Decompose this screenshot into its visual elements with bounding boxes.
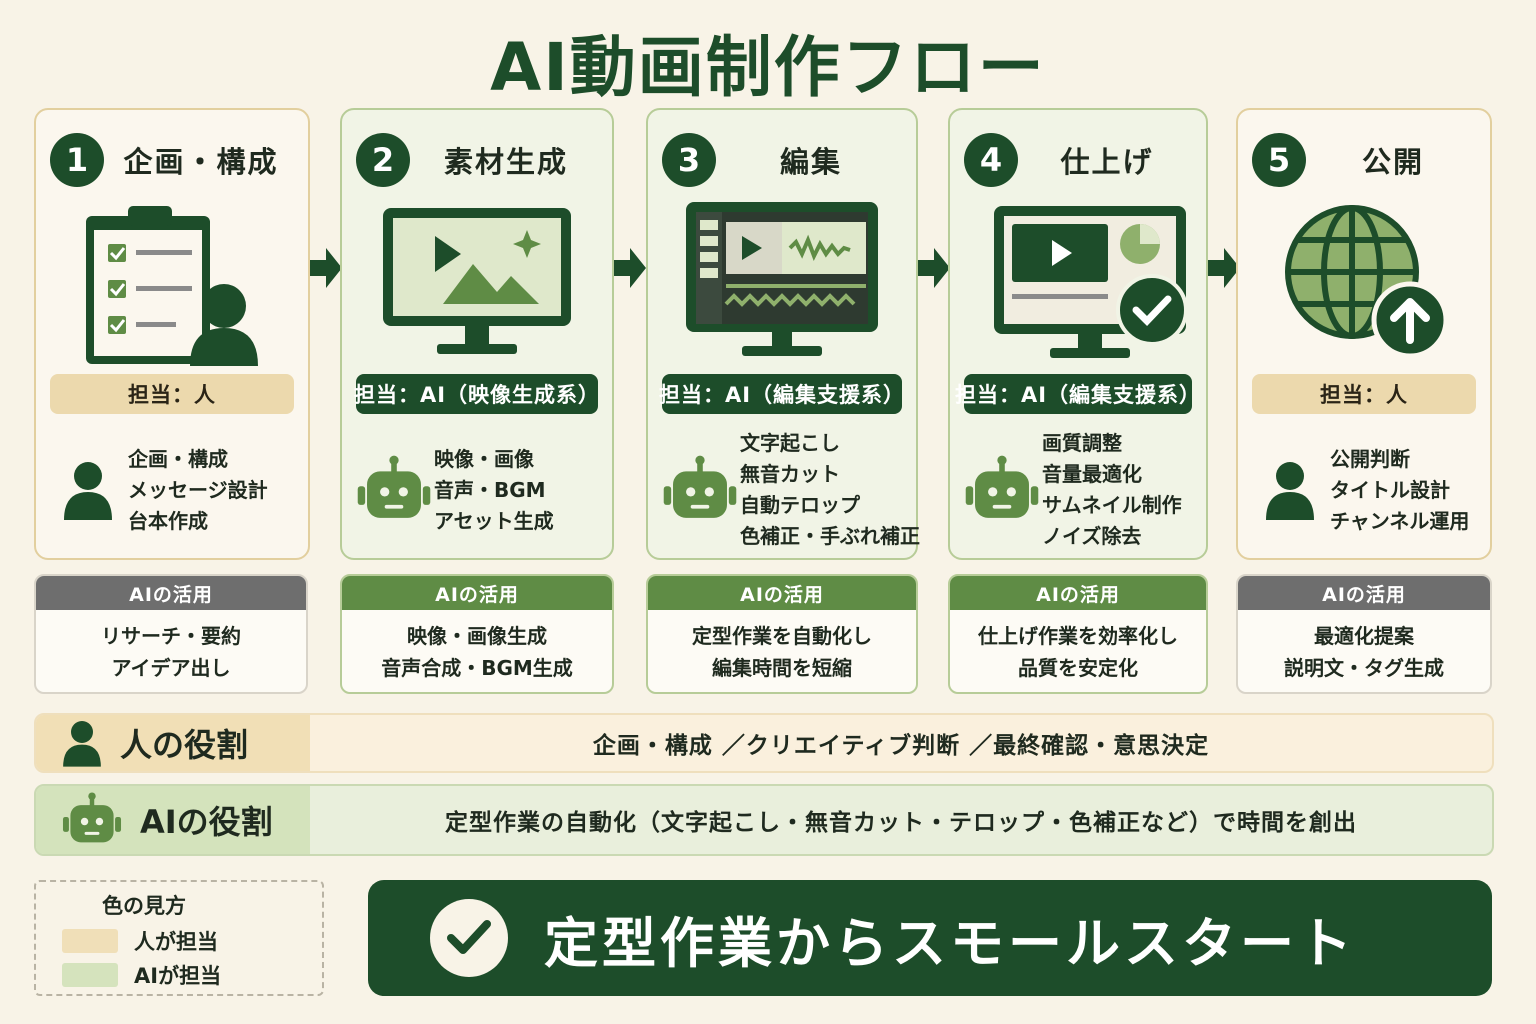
ai-use-header: AIの活用 (950, 576, 1206, 610)
task-item: 文字起こし (740, 431, 840, 455)
legend-swatch-ai (62, 963, 118, 987)
robot-icon (62, 792, 122, 843)
step-card-editing: 3 編集 担当：AI（編集支援系） (646, 108, 920, 560)
ai-use-box: AIの活用 映像・画像生成 音声合成・BGM生成 (340, 574, 614, 694)
step-title: 素材生成 (443, 145, 568, 179)
ai-use-line: 音声合成・BGM生成 (381, 656, 573, 680)
role-badge: 担当：AI（編集支援系） (955, 374, 1200, 414)
ai-use-line: 映像・画像生成 (407, 624, 547, 648)
task-item: ノイズ除去 (1042, 524, 1142, 548)
video-editor-icon (686, 202, 878, 356)
ai-use-line: リサーチ・要約 (101, 624, 241, 648)
step-title: 公開 (1361, 145, 1424, 179)
step-number: 2 (356, 133, 410, 187)
step-number: 5 (1252, 133, 1306, 187)
task-list: 企画・構成 メッセージ設計 台本作成 (128, 444, 268, 537)
step-number: 3 (662, 133, 716, 187)
human-role-band: 人の役割 企画・構成 ／クリエイティブ判断 ／最終確認・意思決定 (34, 713, 1494, 773)
ai-use-header: AIの活用 (36, 576, 306, 610)
task-item: 自動テロップ (740, 493, 860, 517)
monitor-check-icon (994, 206, 1188, 358)
monitor-media-icon (383, 208, 571, 354)
ai-use-line: 最適化提案 (1314, 624, 1414, 648)
ai-use-line: 品質を安定化 (1018, 656, 1138, 680)
ai-use-header: AIの活用 (342, 576, 612, 610)
legend-title: 色の見方 (102, 894, 186, 918)
legend-label: 人が担当 (134, 930, 218, 954)
legend-item: AIが担当 (62, 960, 221, 990)
step-title: 仕上げ (1060, 145, 1154, 179)
step-card-finishing: 4 仕上げ 担当：AI（編集支援系） (948, 108, 1208, 560)
task-item: 音量最適化 (1042, 462, 1142, 486)
legend-swatch-human (62, 929, 118, 953)
globe-upload-icon (1285, 205, 1449, 359)
ai-use-box: AIの活用 最適化提案 説明文・タグ生成 (1236, 574, 1492, 694)
step-card-publishing: 5 公開 担当：人 公開判断 タイトル設計 チャンネル運用 (1236, 108, 1492, 560)
task-item: 台本作成 (128, 508, 208, 533)
band-label: AIの役割 (140, 803, 273, 841)
flow-arrow-icon (1208, 248, 1240, 288)
person-icon (64, 462, 112, 520)
band-text: 企画・構成 ／クリエイティブ判断 ／最終確認・意思決定 (592, 733, 1210, 759)
task-list: 映像・画像 音声・BGM アセット生成 (434, 444, 554, 537)
task-list: 公開判断 タイトル設計 チャンネル運用 (1330, 444, 1469, 537)
step-title: 企画・構成 (123, 145, 279, 179)
task-item: チャンネル運用 (1330, 508, 1470, 533)
ai-use-line: 説明文・タグ生成 (1284, 656, 1444, 680)
task-item: タイトル設計 (1330, 477, 1450, 502)
color-legend: 色の見方 人が担当 AIが担当 (34, 880, 324, 996)
role-badge: 担当：AI（編集支援系） (659, 374, 904, 414)
page-title: AI動画制作フロー (490, 29, 1046, 106)
ai-use-line: 仕上げ作業を効率化し (978, 624, 1178, 648)
step-title: 編集 (779, 145, 842, 179)
ai-use-header: AIの活用 (1238, 576, 1490, 610)
ai-use-header: AIの活用 (648, 576, 916, 610)
task-item: 画質調整 (1042, 431, 1122, 455)
task-item: サムネイル制作 (1042, 493, 1182, 517)
task-list: 文字起こし 無音カット 自動テロップ 色補正・手ぶれ補正 (740, 428, 920, 552)
cta-banner: 定型作業からスモールスタート (368, 880, 1492, 996)
role-badge: 担当：人 (1252, 374, 1476, 414)
robot-icon (357, 455, 431, 518)
ai-use-box: AIの活用 リサーチ・要約 アイデア出し (34, 574, 308, 694)
ai-use-box: AIの活用 定型作業を自動化し 編集時間を短縮 (646, 574, 918, 694)
ai-use-line: 定型作業を自動化し (692, 624, 872, 648)
flow-arrow-icon (310, 248, 342, 288)
ai-role-band: AIの役割 定型作業の自動化（文字起こし・無音カット・テロップ・色補正など）で時… (34, 784, 1494, 856)
ai-use-line: アイデア出し (111, 656, 231, 680)
band-text: 定型作業の自動化（文字起こし・無音カット・テロップ・色補正など）で時間を創出 (445, 810, 1357, 836)
ai-use-line: 編集時間を短縮 (712, 656, 852, 680)
step-number: 1 (50, 133, 104, 187)
robot-icon (965, 455, 1039, 518)
role-badge: 担当：人 (50, 374, 294, 414)
task-item: アセット生成 (434, 508, 554, 533)
task-item: メッセージ設計 (128, 477, 268, 502)
step-card-planning: 1 企画・構成 担当：人 企画・構成 (34, 108, 310, 560)
check-icon (447, 920, 491, 954)
cta-text: 定型作業からスモールスタート (544, 911, 1356, 975)
person-icon (63, 721, 101, 767)
band-label: 人の役割 (120, 726, 249, 764)
legend-item: 人が担当 (62, 926, 218, 956)
step-card-asset-generation: 2 素材生成 担当：AI（映像生成系） (340, 108, 614, 560)
ai-use-box: AIの活用 仕上げ作業を効率化し 品質を安定化 (948, 574, 1208, 694)
step-number: 4 (964, 133, 1018, 187)
task-item: 色補正・手ぶれ補正 (740, 524, 920, 548)
role-badge: 担当：AI（映像生成系） (354, 374, 599, 414)
legend-label: AIが担当 (134, 964, 222, 988)
task-item: 無音カット (740, 462, 840, 486)
task-list: 画質調整 音量最適化 サムネイル制作 ノイズ除去 (1042, 428, 1182, 552)
flow-arrow-icon (918, 248, 950, 288)
clipboard-checklist-icon (86, 206, 258, 366)
robot-icon (663, 455, 737, 518)
flow-arrow-icon (614, 248, 646, 288)
task-item: 企画・構成 (128, 446, 228, 471)
person-icon (1266, 462, 1314, 520)
task-item: 映像・画像 (434, 446, 534, 471)
task-item: 公開判断 (1330, 446, 1410, 471)
task-item: 音声・BGM (434, 477, 546, 502)
